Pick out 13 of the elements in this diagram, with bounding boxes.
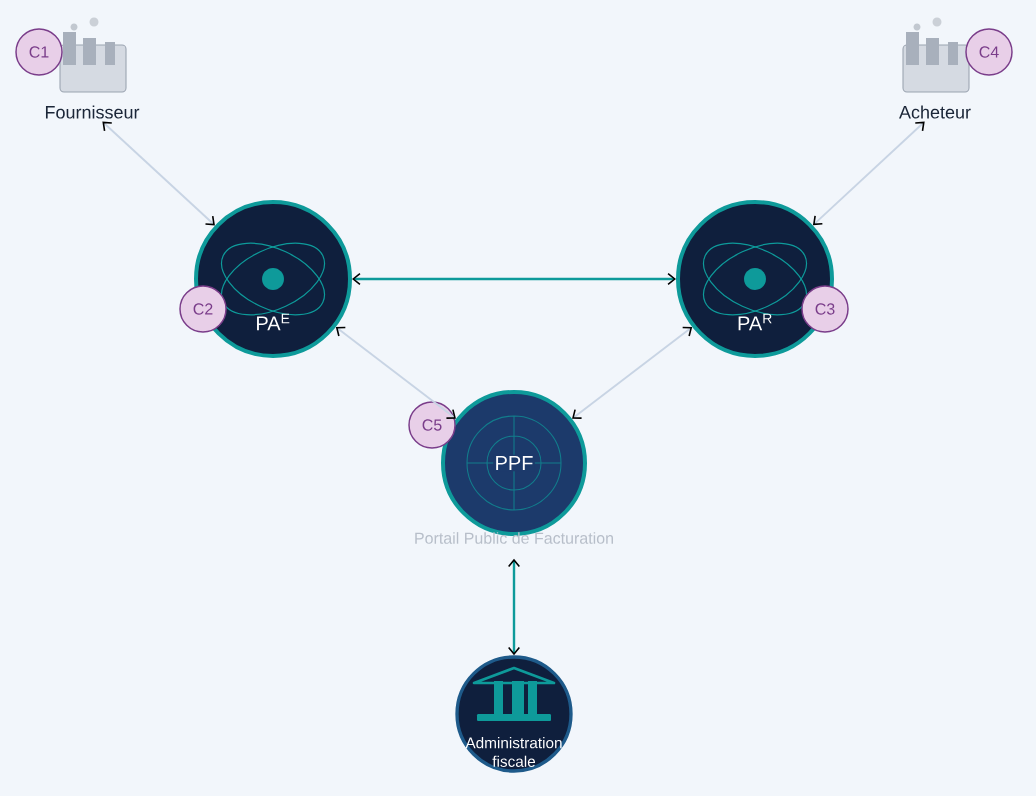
callout-badge: C2 [179,285,227,333]
callout-badge: C4 [965,28,1013,76]
arrow [335,326,456,419]
arrow [572,326,693,419]
arrow [507,558,521,656]
actor-label: Fournisseur [45,105,140,119]
arrow [102,121,215,226]
arrow [352,272,676,286]
callout-badge: C3 [801,285,849,333]
arrow [812,121,925,226]
callout-badge: C1 [15,28,63,76]
actor-label: Acheteur [899,105,971,119]
callout-badge: C5 [408,401,456,449]
